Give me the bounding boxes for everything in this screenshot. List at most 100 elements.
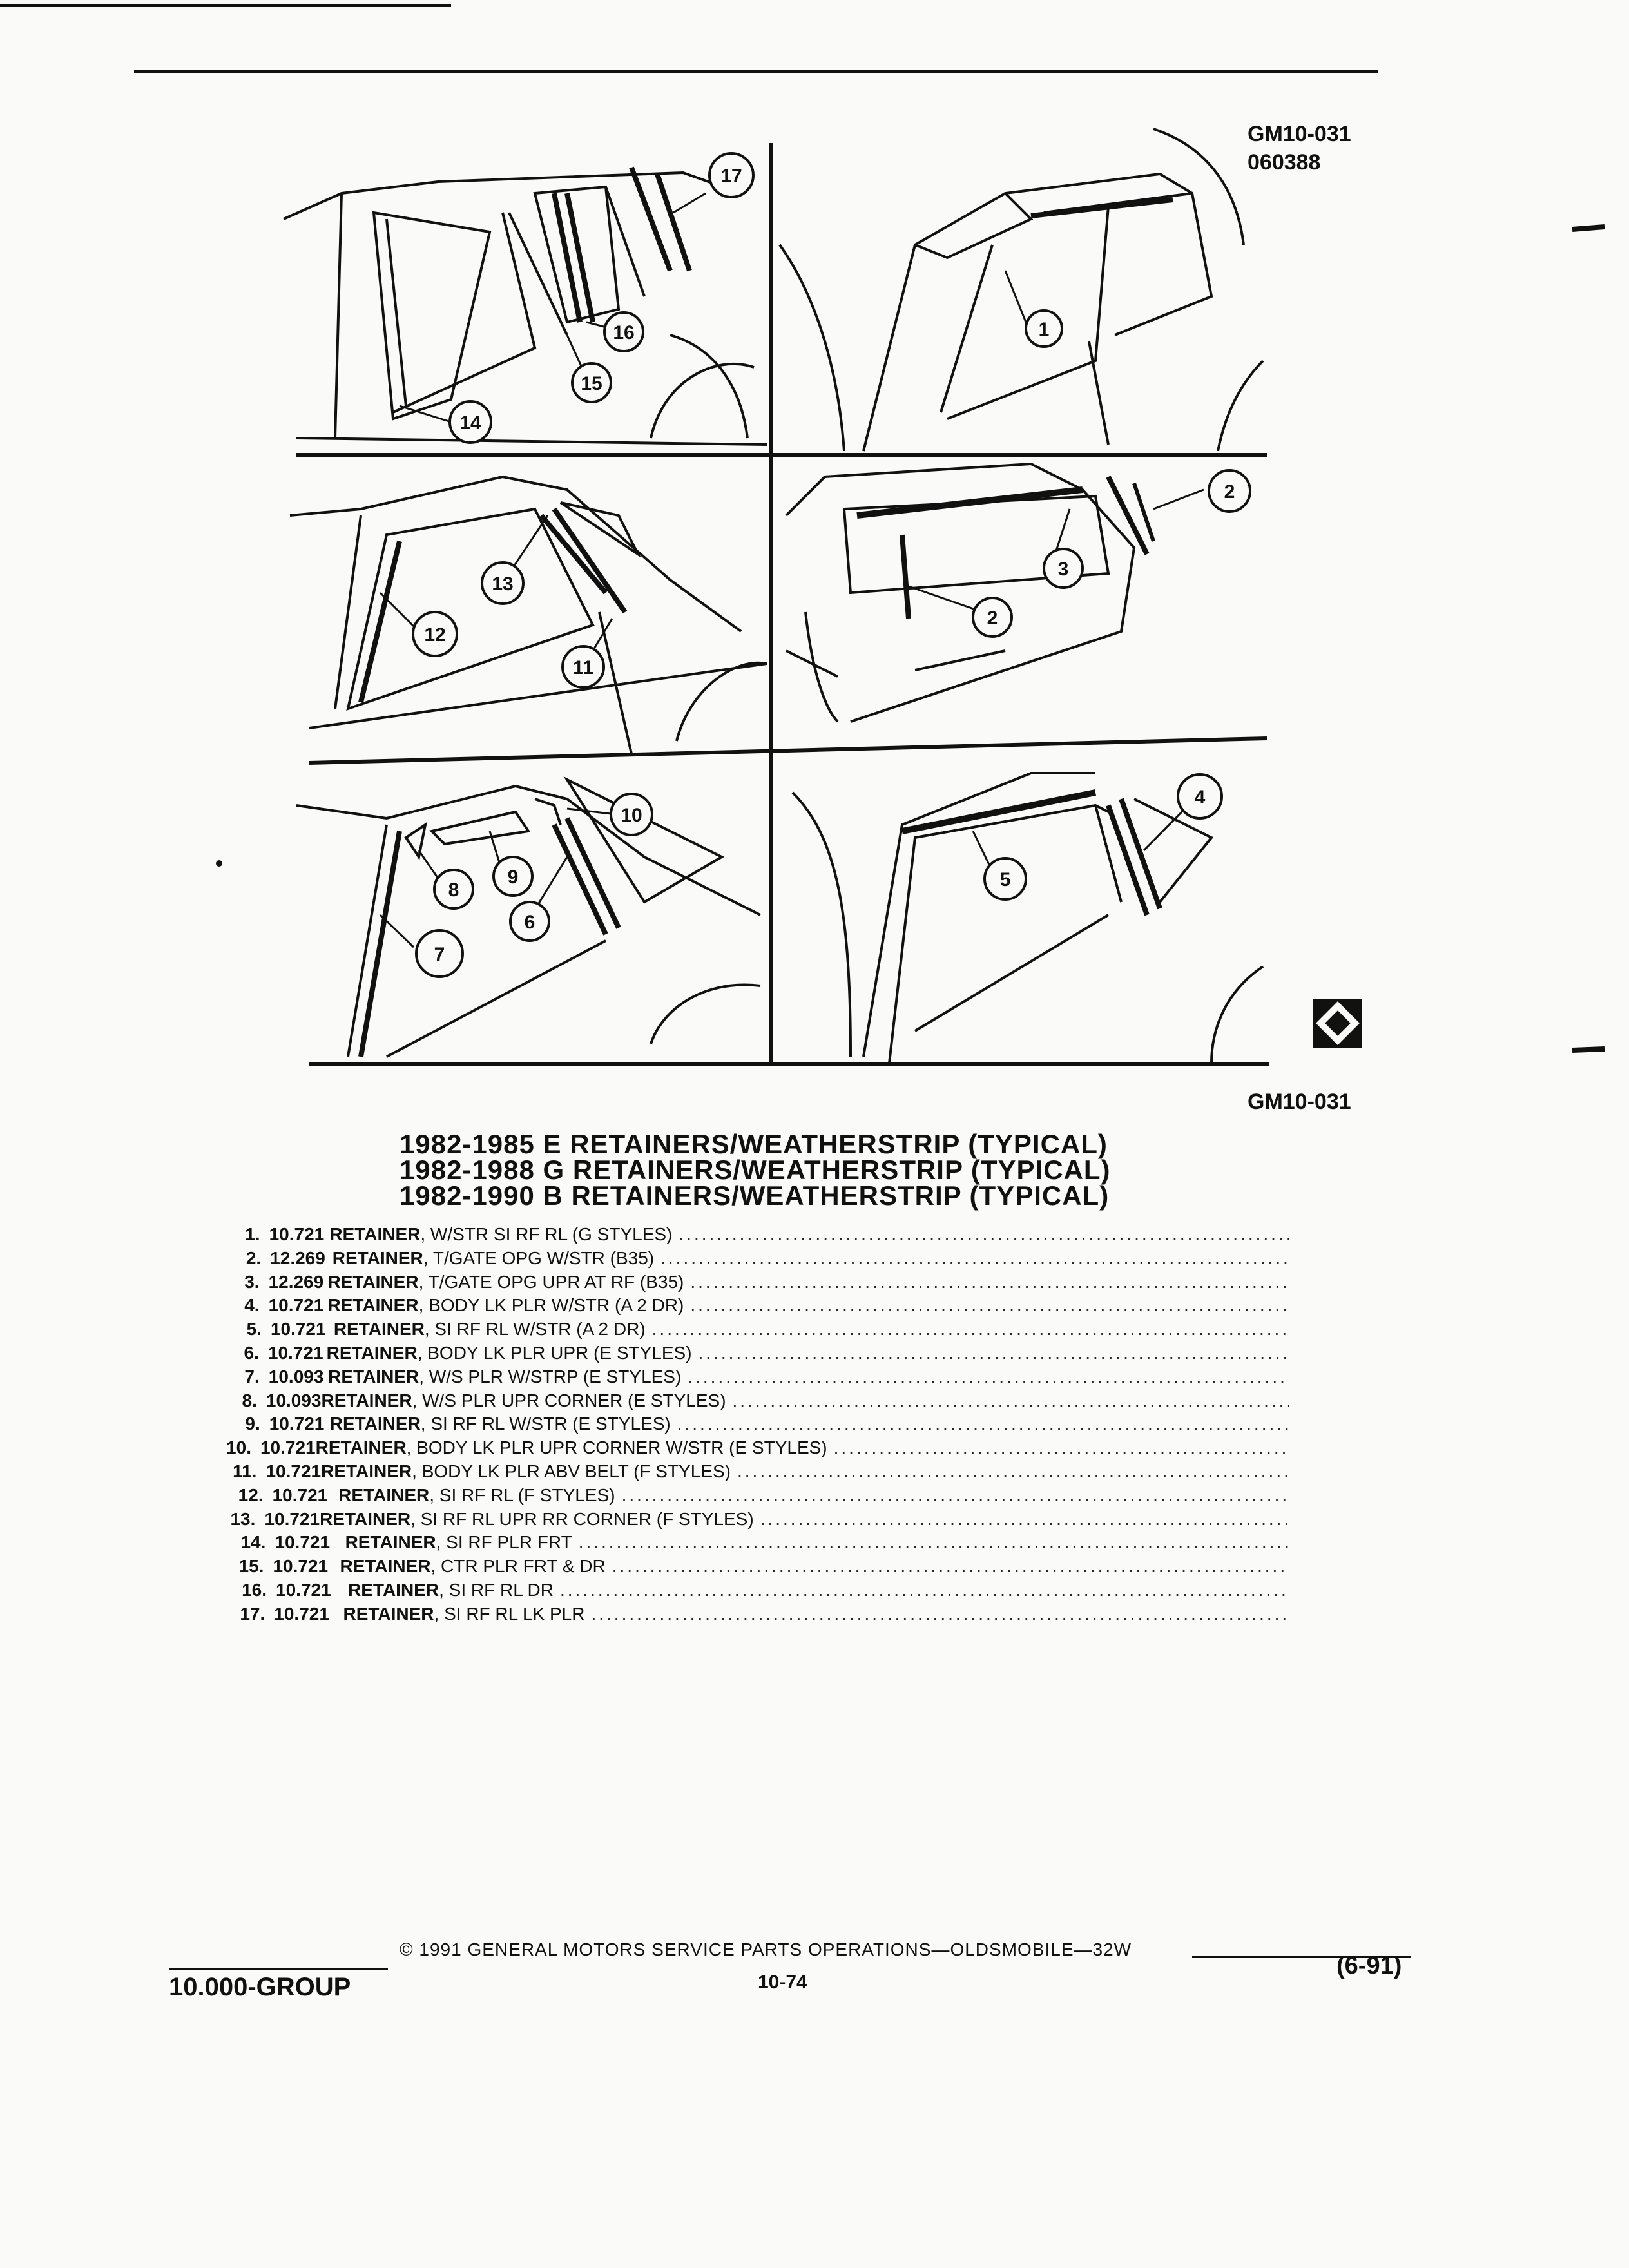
leader-dots: ........................................… <box>760 1508 1289 1529</box>
page-number: 10-74 <box>758 1972 807 1993</box>
figure-code: GM10-031 <box>1248 122 1351 146</box>
title-line: 1982-1988 G RETAINERS/WEATHERSTRIP (TYPI… <box>400 1155 1111 1185</box>
part-description: , SI RF RL UPR RR CORNER (F STYLES) <box>410 1508 754 1529</box>
part-name: RETAINER <box>340 1556 431 1577</box>
part-number-index: 5. <box>246 1319 262 1340</box>
illustration-caption-code: GM10-031 <box>1248 1090 1351 1114</box>
part-number-index: 3. <box>244 1271 260 1292</box>
svg-text:4: 4 <box>1195 787 1206 808</box>
svg-text:5: 5 <box>1000 869 1011 890</box>
part-name: RETAINER <box>343 1603 434 1624</box>
part-number-index: 8. <box>242 1390 257 1410</box>
leader-dots: ........................................… <box>690 1271 1289 1292</box>
leader-dots: ........................................… <box>690 1295 1289 1316</box>
part-number-index: 14. <box>240 1532 266 1553</box>
part-name: RETAINER <box>320 1508 411 1529</box>
svg-text:17: 17 <box>720 166 742 187</box>
callout-2a <box>1208 469 1251 513</box>
leader-dots: ........................................… <box>651 1319 1289 1340</box>
leader-dots: ........................................… <box>677 1414 1289 1434</box>
svg-text:10: 10 <box>621 805 642 826</box>
svg-text:3: 3 <box>1058 559 1069 580</box>
part-number-index: 17. <box>240 1603 265 1624</box>
svg-text:9: 9 <box>508 867 519 888</box>
svg-text:8: 8 <box>448 879 459 901</box>
part-number-index: 16. <box>242 1579 267 1600</box>
callout-17 <box>708 152 755 198</box>
title-line: 1982-1990 B RETAINERS/WEATHERSTRIP (TYPI… <box>400 1180 1110 1211</box>
group-number: 10.093 <box>268 1366 324 1387</box>
group-number: 10.093 <box>265 1390 322 1410</box>
svg-text:13: 13 <box>492 573 513 595</box>
part-name: RETAINER <box>321 1390 412 1410</box>
group-number: 10.721 <box>269 1414 325 1434</box>
part-description: , BODY LK PLR UPR CORNER W/STR (E STYLES… <box>406 1437 827 1458</box>
group-number: 10.721 <box>276 1579 331 1600</box>
callout-3 <box>1043 548 1084 589</box>
group-number: 10.721 <box>275 1532 331 1553</box>
group-number: 10.721 <box>264 1508 320 1529</box>
panel-middle-right-sketch <box>785 462 1155 723</box>
part-number-index: 12. <box>238 1485 264 1505</box>
part-description: , SI RF RL LK PLR <box>434 1603 585 1624</box>
part-name: RETAINER <box>326 1342 418 1363</box>
part-number-index: 13. <box>230 1508 256 1529</box>
part-number-index: 11. <box>233 1461 257 1481</box>
retainer-illustration: 17 1 16 15 14 13 12 11 2 3 2 10 9 8 6 7 … <box>216 128 1605 1066</box>
part-number-index: 9. <box>245 1414 260 1434</box>
part-number-index: 4. <box>244 1295 260 1316</box>
svg-text:15: 15 <box>581 373 602 394</box>
callout-4 <box>1177 773 1223 820</box>
svg-text:11: 11 <box>573 657 593 678</box>
part-description: , W/S PLR W/STRP (E STYLES) <box>419 1366 682 1387</box>
leader-dots: ........................................… <box>737 1461 1289 1481</box>
part-description: , SI RF RL DR <box>439 1579 554 1600</box>
part-description: , W/STR SI RF RL (G STYLES) <box>420 1224 673 1244</box>
margin-mark <box>1572 1046 1605 1053</box>
callout-7 <box>415 929 464 978</box>
panel-top-right-sketch <box>778 128 1264 452</box>
part-name: RETAINER <box>348 1579 439 1600</box>
svg-text:2: 2 <box>1224 481 1235 503</box>
svg-text:14: 14 <box>459 412 481 434</box>
part-description: , T/GATE OPG UPR AT RF (B35) <box>418 1271 684 1292</box>
callout-5 <box>983 857 1027 901</box>
gm-diamond-icon <box>1313 999 1362 1048</box>
part-description: , SI RF RL (F STYLES) <box>429 1485 615 1505</box>
part-number-index: 10. <box>226 1437 251 1458</box>
copyright-notice: © 1991 GENERAL MOTORS SERVICE PARTS OPER… <box>400 1939 1132 1959</box>
footer-rule-right <box>1192 1956 1411 1958</box>
group-number: 10.721 <box>265 1461 322 1481</box>
section-title: 1982-1985 E RETAINERS/WEATHERSTRIP (TYPI… <box>400 1131 1173 1209</box>
panel-bottom-right-sketch <box>791 772 1264 1064</box>
leader-dots: ........................................… <box>559 1579 1289 1600</box>
leader-dots: ........................................… <box>732 1390 1289 1410</box>
svg-text:12: 12 <box>424 624 445 646</box>
group-number: 10.721 <box>260 1437 316 1458</box>
revision-date: (6-91) <box>1336 1952 1402 1979</box>
part-description: , SI RF PLR FRT <box>436 1532 572 1553</box>
callout-15 <box>571 362 612 403</box>
part-description: , T/GATE OPG W/STR (B35) <box>423 1247 655 1268</box>
part-name: RETAINER <box>328 1366 419 1387</box>
group-number: 10.721 <box>268 1295 324 1316</box>
callout-12 <box>412 611 458 657</box>
footer-rule-left <box>169 1968 388 1970</box>
part-name: RETAINER <box>333 1319 425 1340</box>
part-number-index: 6. <box>244 1342 259 1363</box>
callout-14 <box>448 400 492 444</box>
margin-mark <box>1572 224 1605 232</box>
leader-dots: ........................................… <box>688 1366 1289 1387</box>
part-name: RETAINER <box>329 1224 421 1244</box>
